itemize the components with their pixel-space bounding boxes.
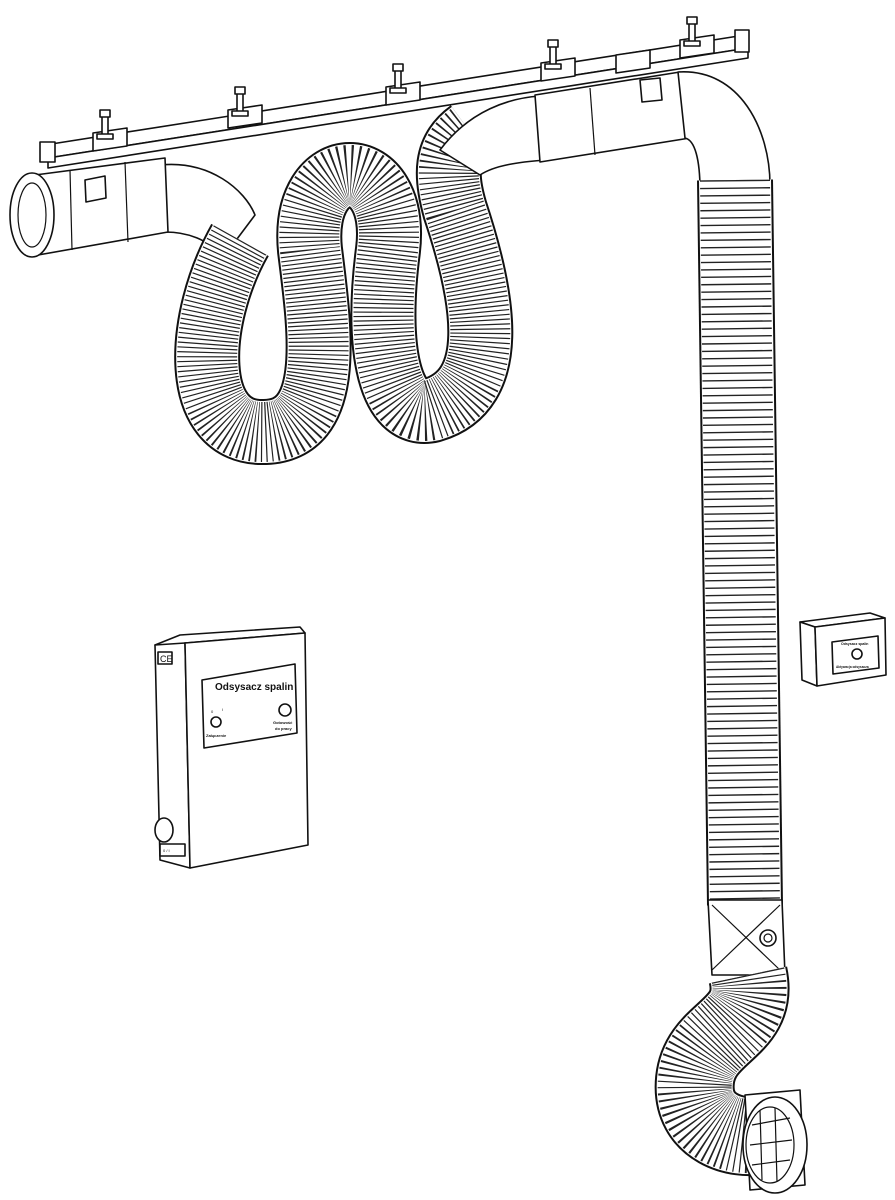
main-switch-knob[interactable] — [154, 817, 174, 843]
remote-box-title: Odsysacz spalin — [841, 642, 868, 646]
exhaust-nozzle — [742, 1089, 808, 1194]
activation-button[interactable] — [851, 648, 863, 660]
cabinet-title: Odsysacz spalin — [215, 682, 293, 693]
indicator-label-2: do pracy — [275, 726, 292, 731]
main-switch-label: 0 / I — [163, 848, 170, 853]
remote-box-button-label: Aktywacja odsysacza — [836, 665, 869, 669]
rail-clamps — [92, 16, 715, 152]
flexible-hose-vertical — [697, 179, 783, 906]
control-cabinet: CE Odsysacz spalin 0 I Załączenie Gotowo… — [154, 626, 309, 869]
remote-button-box: Odsysacz spalin Aktywacja odsysacza — [799, 612, 887, 687]
switch-position-0: 0 — [211, 709, 214, 714]
ready-indicator-lamp — [278, 703, 292, 717]
indicator-label-1: Gotowość — [273, 720, 293, 725]
ce-mark: CE — [160, 654, 173, 664]
flexible-hose-coiled — [174, 105, 514, 465]
left-inlet-pipe — [9, 157, 256, 258]
switch-label: Załączenie — [206, 733, 227, 738]
switch-position-1: I — [222, 707, 223, 712]
selector-switch[interactable] — [210, 716, 222, 728]
top-pipe-and-elbow — [439, 71, 771, 191]
flexible-hose-bottom — [654, 966, 790, 1177]
lower-rigid-tube — [707, 899, 786, 976]
